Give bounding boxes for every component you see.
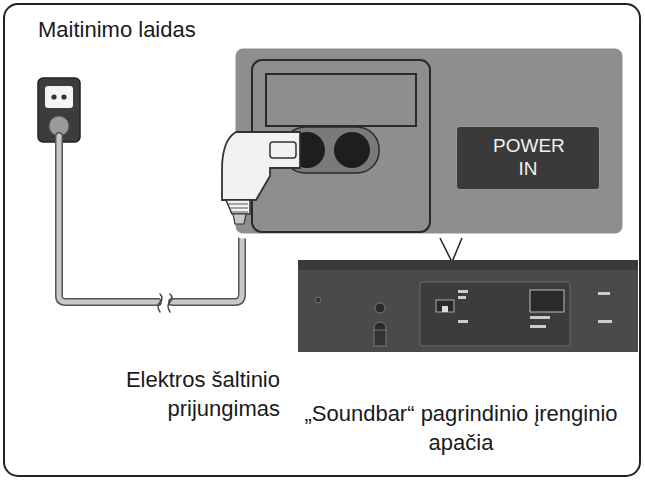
cord-title: Maitinimo laidas bbox=[38, 16, 278, 45]
soundbar-bottom-label: „Soundbar“ pagrindinio įrenginio apačia bbox=[296, 400, 626, 457]
outer-frame bbox=[4, 4, 640, 476]
power-plug bbox=[222, 132, 300, 224]
power-connection-label: Elektros šaltinio prijungimas bbox=[30, 366, 280, 423]
soundbar-underside bbox=[298, 260, 638, 352]
power-cord bbox=[59, 136, 242, 312]
port-label: POWER IN bbox=[493, 135, 563, 181]
port-label-box: POWER IN bbox=[456, 126, 600, 190]
